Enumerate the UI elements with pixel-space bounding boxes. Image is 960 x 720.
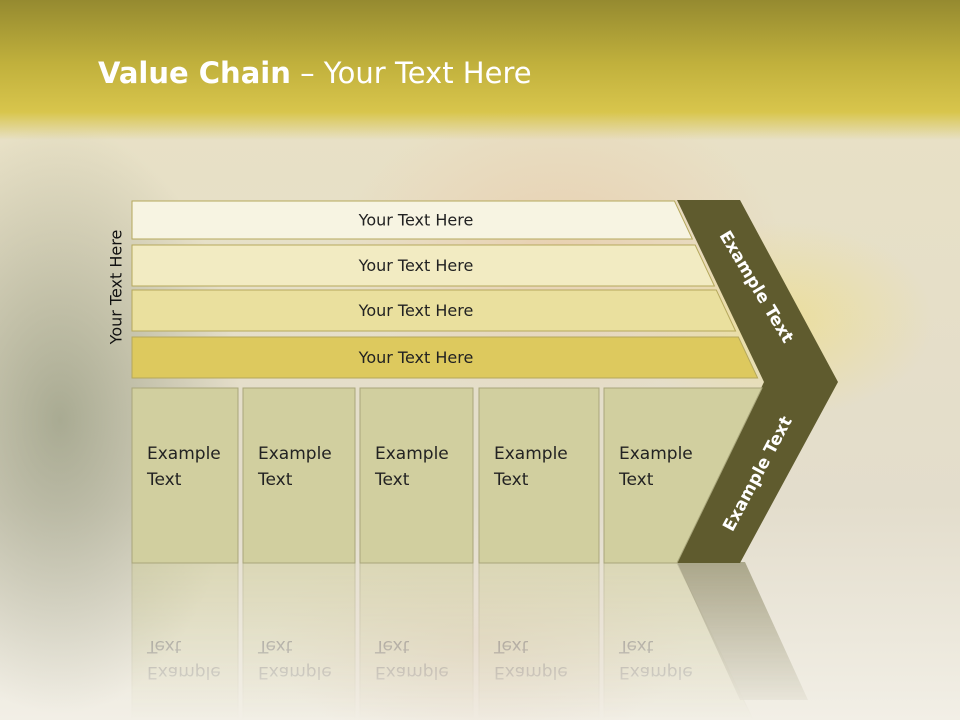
column-label-line1: Example (375, 444, 449, 464)
title-rest: – Your Text Here (290, 56, 532, 90)
row-label: Your Text Here (358, 211, 474, 230)
row-bar (131, 244, 716, 287)
title-bold: Value Chain (98, 56, 291, 90)
reflection-label-line1: Example (494, 662, 568, 682)
column-box (478, 387, 600, 564)
row-bar (131, 200, 694, 240)
slide-title: Value Chain – Your Text Here (98, 56, 532, 90)
column-box (131, 387, 239, 564)
column-box (242, 387, 356, 564)
column-label-line2: Text (374, 470, 410, 490)
row-label: Your Text Here (358, 301, 474, 320)
reflection-label-line2: Text (146, 636, 182, 656)
reflection-label-line2: Text (493, 636, 529, 656)
reflection-label-line2: Text (618, 636, 654, 656)
column-label-line2: Text (146, 470, 182, 490)
reflection-label-line2: Text (374, 636, 410, 656)
column-label-line2: Text (257, 470, 293, 490)
reflection-arrow (677, 562, 808, 700)
reflection-label-line1: Example (258, 662, 332, 682)
row-label: Your Text Here (358, 348, 474, 367)
row-bar (131, 289, 737, 332)
column-label-line1: Example (619, 444, 693, 464)
reflection-label-line1: Example (147, 662, 221, 682)
column-box (603, 387, 763, 564)
column-label-line2: Text (618, 470, 654, 490)
row-bar (131, 336, 759, 379)
row-label: Your Text Here (358, 256, 474, 275)
column-label-line1: Example (258, 444, 332, 464)
column-box (359, 387, 474, 564)
title-band (0, 0, 960, 140)
reflection-label-line2: Text (257, 636, 293, 656)
column-label-line1: Example (147, 444, 221, 464)
column-label-line2: Text (493, 470, 529, 490)
column-label-line1: Example (494, 444, 568, 464)
reflection-label-line1: Example (619, 662, 693, 682)
chevron-arrow (677, 200, 838, 563)
reflection-label-line1: Example (375, 662, 449, 682)
